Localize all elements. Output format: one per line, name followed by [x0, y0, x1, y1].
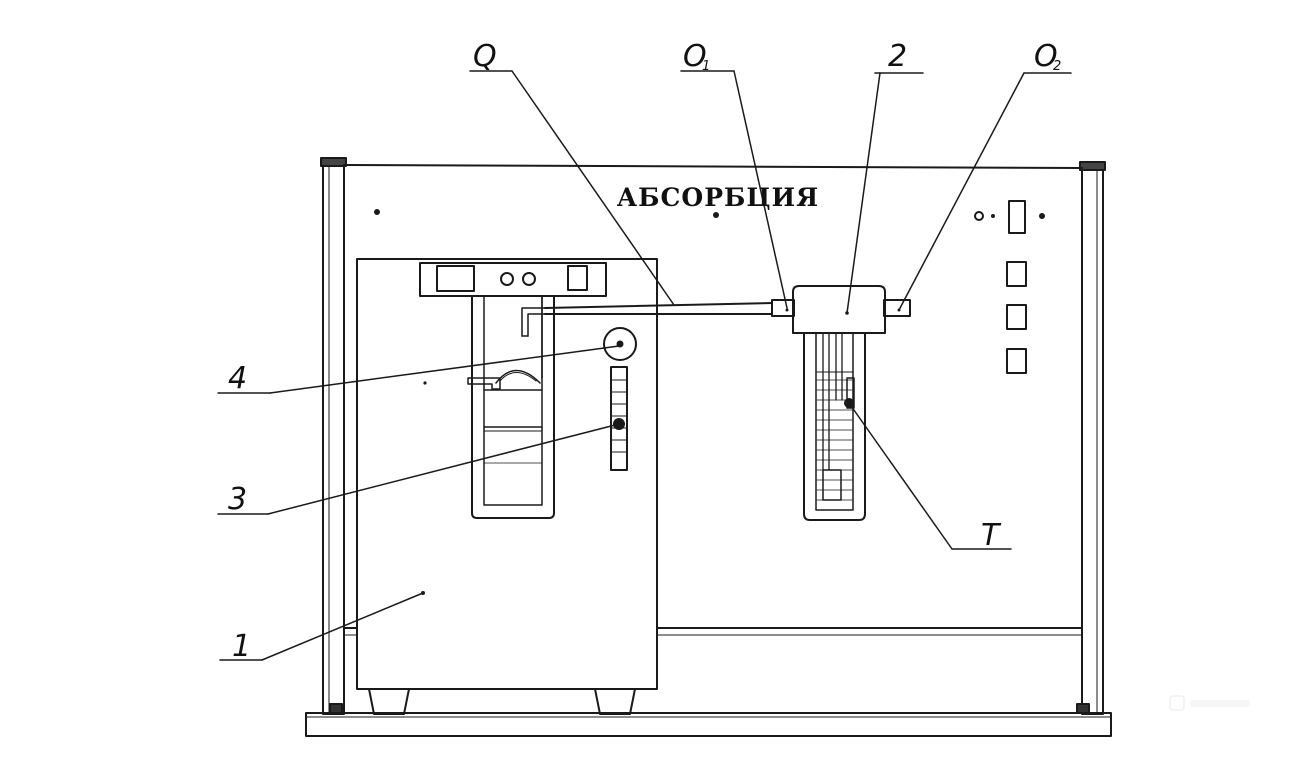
vessel-inlet-connector: [771, 299, 795, 317]
absorption-vessel: [771, 285, 911, 521]
diagram-title: АБСОРБЦИЯ: [617, 183, 819, 212]
leader-lines: [217, 70, 1072, 661]
thermometer-icon: [846, 377, 855, 409]
knob-right-icon: [522, 272, 536, 286]
indicator-lamp-icon: [974, 211, 984, 221]
control-panel-right: [974, 200, 1027, 374]
watermark-logo: [1169, 695, 1250, 711]
pressure-gauge-icon: [603, 327, 637, 361]
rotameter: [610, 366, 628, 471]
control-button-2: [1006, 304, 1027, 330]
back-panel: [343, 164, 1083, 636]
absorber-column: [467, 296, 555, 519]
callout-label-1: 1: [232, 629, 251, 664]
vessel-outlet-connector: [883, 299, 911, 317]
callout-label-4: 4: [228, 361, 247, 396]
callout-label-q: Q: [473, 39, 497, 74]
control-button-3: [1006, 348, 1027, 374]
display-window: [436, 265, 475, 292]
panel-screws: [374, 209, 1045, 595]
connecting-tube: [521, 307, 546, 337]
callout-label-o1: O: [683, 39, 707, 74]
callout-label-o1-subscript: 1: [702, 59, 710, 74]
callout-label-o2-subscript: 2: [1053, 59, 1061, 74]
callout-label-2: 2: [888, 39, 907, 74]
panel-switch: [567, 265, 588, 291]
right-post: [1076, 161, 1106, 715]
knob-left-icon: [500, 272, 514, 286]
callout-label-t: T: [981, 518, 1002, 553]
base-platform: [305, 712, 1112, 737]
callout-label-o2: O: [1034, 39, 1058, 74]
callout-label-3: 3: [228, 482, 247, 517]
control-button-1: [1006, 261, 1027, 287]
toggle-switch: [1008, 200, 1026, 234]
left-post: [320, 157, 347, 715]
liquid-level-hatch: [816, 379, 853, 501]
cabinet: [356, 258, 658, 715]
cabinet-control-block: [419, 262, 607, 297]
gas-pipe: [544, 302, 773, 315]
